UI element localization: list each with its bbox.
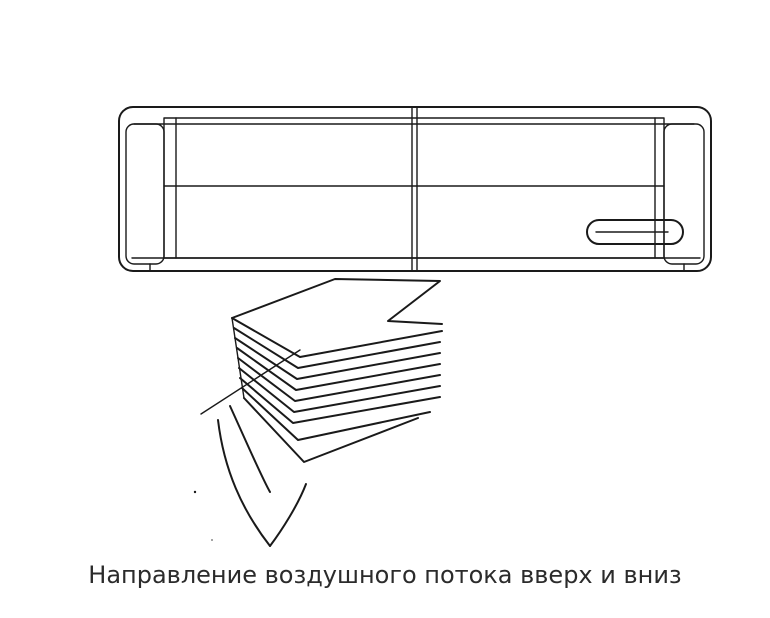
hand-icon bbox=[217, 405, 307, 547]
diagram-caption: Направление воздушного потока вверх и вн… bbox=[88, 561, 682, 589]
stray-mark bbox=[211, 539, 213, 541]
air-conditioner-indoor-unit-icon bbox=[118, 106, 712, 272]
stray-mark bbox=[193, 490, 197, 494]
airflow-louvers-icon bbox=[200, 278, 443, 463]
